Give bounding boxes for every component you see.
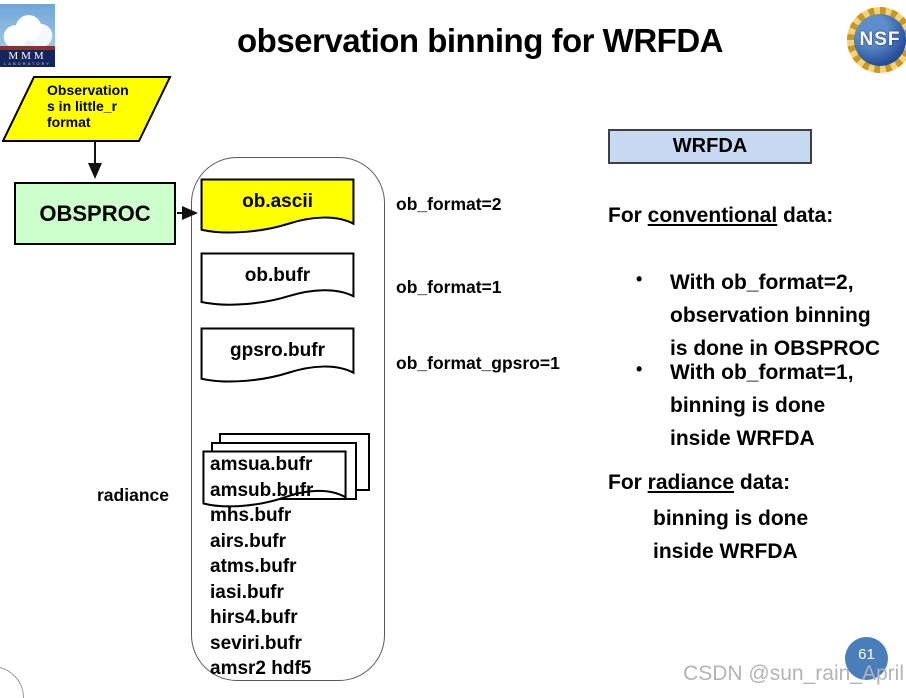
bullet-line: is done in OBSPROC — [670, 337, 881, 360]
heading-suffix: data: — [777, 204, 834, 227]
observations-parallelogram: Observation s in little_r format — [2, 76, 172, 142]
doc-ob-bufr-label: ob.bufr — [244, 264, 311, 286]
bullet-line: With ob_format=1, — [670, 361, 854, 384]
radiance-heading: For radiance data: — [608, 471, 790, 495]
radiance-file: hirs4.bufr — [210, 607, 298, 628]
radiance-file: seviri.bufr — [210, 632, 302, 654]
bullet-ob-format-1: • With ob_format=1, binning is done insi… — [636, 356, 854, 455]
bullet-icon: • — [636, 269, 643, 289]
annotation-ob-format-1: ob_format=1 — [396, 277, 502, 297]
nsf-globe-icon: NSF — [854, 14, 906, 66]
doc-gpsro-bufr: gpsro.bufr — [200, 327, 355, 387]
bullet-text: With ob_format=2, observation binning is… — [670, 266, 880, 365]
radiance-detail-line: binning is done — [653, 507, 809, 530]
page-number-badge: 61 — [845, 637, 888, 680]
wrfda-box: WRFDA — [608, 129, 812, 164]
nsf-logo-text: NSF — [859, 29, 901, 50]
document-shape-icon — [202, 450, 347, 512]
radiance-file: atms.bufr — [210, 556, 297, 577]
mmm-logo-red-strip — [0, 46, 55, 50]
bullet-line: With ob_format=2, — [670, 271, 854, 294]
document-shape-icon — [200, 327, 355, 387]
heading-suffix: data: — [734, 471, 791, 494]
mmm-logo-subtext: LABORATORY — [4, 61, 51, 66]
corner-arc-decoration — [0, 666, 24, 698]
doc-ob-bufr: ob.bufr — [200, 252, 355, 310]
radiance-file: iasi.bufr — [210, 581, 284, 603]
bullet-ob-format-2: • With ob_format=2, observation binning … — [636, 266, 880, 365]
obsproc-label: OBSPROC — [39, 200, 151, 226]
doc-ob-ascii: ob.ascii — [200, 178, 355, 238]
radiance-detail-text: binning is done inside WRFDA — [653, 503, 808, 568]
watermark-text: CSDN @sun_rain_April — [683, 662, 904, 685]
annotation-ob-format-gpsro: ob_format_gpsro=1 — [396, 353, 560, 373]
mmm-logo-text: MMM — [8, 50, 47, 62]
radiance-file: mhs.bufr — [210, 505, 292, 526]
page-number: 61 — [858, 646, 875, 663]
heading-underlined: conventional — [647, 204, 778, 227]
radiance-file: amsr2 hdf5 — [210, 658, 312, 679]
bullet-line: binning is done — [670, 394, 826, 417]
mmm-logo-band: MMM LABORATORY — [0, 50, 55, 67]
radiance-file: airs.bufr — [210, 530, 287, 552]
doc-ob-ascii-label: ob.ascii — [242, 191, 313, 213]
radiance-label: radiance — [97, 485, 169, 505]
radiance-file: amsub.bufr — [210, 479, 314, 501]
annotation-ob-format-2: ob_format=2 — [396, 194, 502, 214]
doc-gpsro-bufr-label: gpsro.bufr — [230, 340, 325, 362]
document-shape-icon — [200, 252, 355, 310]
bullet-icon: • — [636, 359, 643, 379]
file-group-container — [191, 157, 385, 681]
parallelogram-shape — [2, 76, 172, 142]
heading-underlined: radiance — [647, 471, 735, 494]
radiance-file-list: amsua.bufr amsub.bufr mhs.bufr airs.bufr… — [210, 452, 313, 682]
radiance-file: amsua.bufr — [210, 454, 313, 475]
radiance-detail-line: inside WRFDA — [653, 539, 798, 563]
observations-label: Observation s in little_r format — [47, 82, 129, 130]
mmm-laboratory-logo: MMM LABORATORY — [0, 4, 55, 67]
bullet-text: With ob_format=1, binning is done inside… — [670, 356, 854, 455]
heading-prefix: For — [608, 471, 648, 494]
conventional-heading: For conventional data: — [608, 204, 833, 228]
obsproc-box: OBSPROC — [14, 182, 176, 245]
document-shape-icon — [200, 178, 355, 238]
slide-title: observation binning for WRFDA — [237, 22, 723, 59]
heading-prefix: For — [608, 204, 648, 227]
bullet-line: observation binning — [670, 304, 871, 327]
bullet-line: inside WRFDA — [670, 427, 815, 450]
nsf-logo: NSF — [847, 7, 906, 73]
wrfda-label: WRFDA — [672, 135, 748, 157]
radiance-doc-front — [202, 450, 347, 512]
